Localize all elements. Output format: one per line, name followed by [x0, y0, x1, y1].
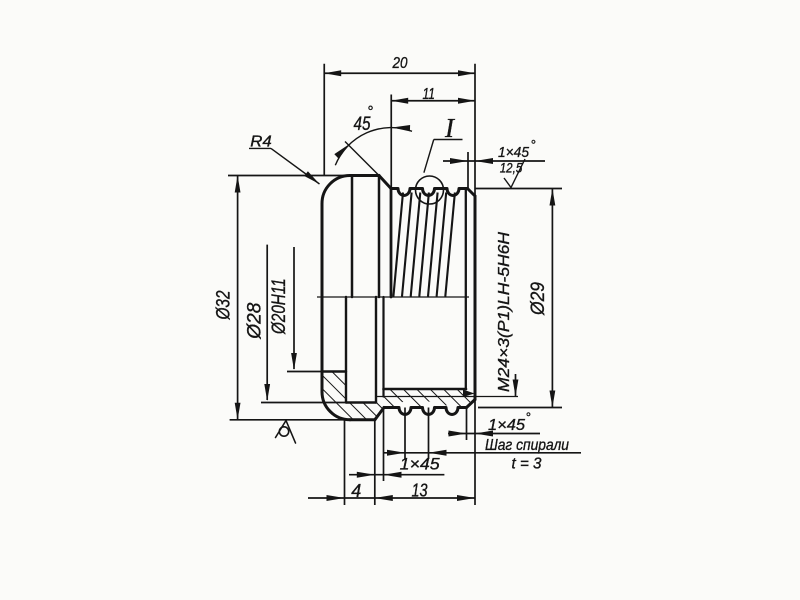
svg-text:1×45: 1×45 — [498, 144, 530, 161]
svg-text:4: 4 — [351, 481, 361, 501]
svg-text:1×45: 1×45 — [488, 417, 525, 434]
svg-text:M24×3(P1)LH-5H6H: M24×3(P1)LH-5H6H — [496, 232, 513, 392]
svg-text:Ø28: Ø28 — [245, 302, 266, 339]
svg-text:1×45: 1×45 — [400, 455, 441, 474]
svg-text:45: 45 — [354, 114, 371, 135]
svg-text:R4: R4 — [250, 134, 272, 151]
svg-text:I: I — [444, 113, 456, 143]
svg-text:11: 11 — [423, 86, 436, 103]
svg-text:°: ° — [530, 137, 535, 152]
svg-text:°: ° — [525, 410, 530, 425]
svg-text:t = 3: t = 3 — [512, 456, 542, 473]
svg-text:Шаг спирали: Шаг спирали — [485, 437, 569, 454]
svg-text:20: 20 — [392, 55, 408, 72]
svg-text:°: ° — [367, 103, 373, 120]
svg-text:Ø20H11: Ø20H11 — [269, 278, 290, 334]
svg-text:Ø29: Ø29 — [528, 282, 549, 316]
svg-text:13: 13 — [412, 480, 428, 500]
svg-text:°: ° — [439, 448, 445, 464]
svg-text:12,5: 12,5 — [500, 161, 523, 176]
svg-text:Ø32: Ø32 — [213, 290, 234, 320]
